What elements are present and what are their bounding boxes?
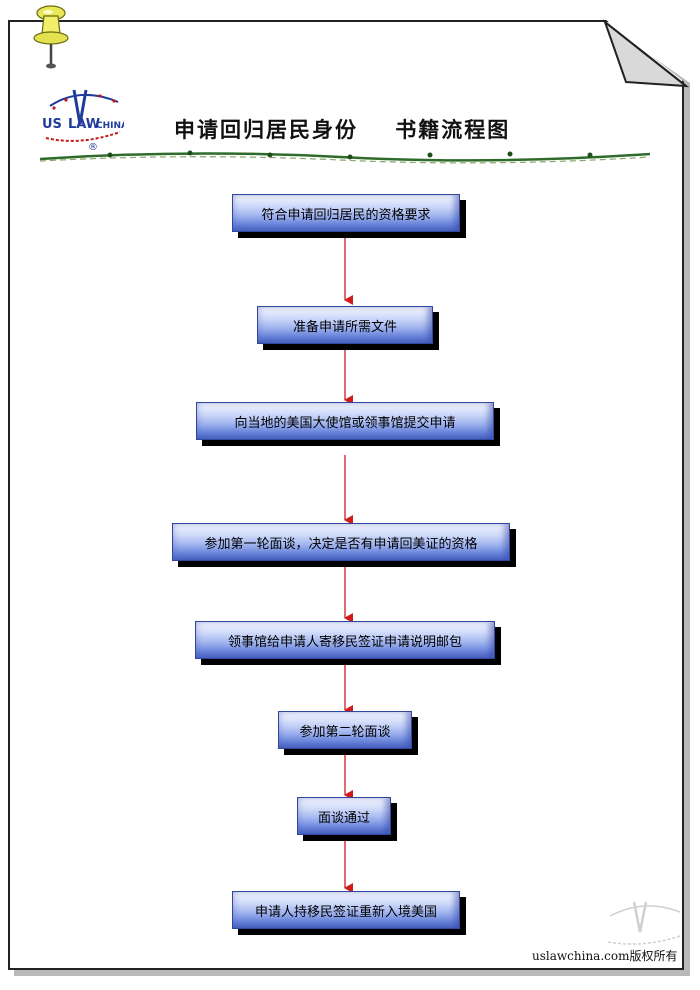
flow-step-6: 参加第二轮面谈: [278, 711, 412, 749]
logo-law-text: LAW: [68, 117, 100, 132]
uslawchina-logo: US LAW CHINA ®: [42, 89, 124, 153]
logo-us-text: US: [42, 117, 62, 132]
title-right: 书籍流程图: [395, 118, 511, 142]
flow-step-7: 面谈通过: [297, 797, 391, 835]
page-title: 申请回归居民身份 书籍流程图: [174, 114, 510, 144]
copyright-footer: uslawchina.com版权所有: [532, 949, 678, 963]
pushpin-icon: [33, 5, 69, 69]
flow-step-5: 领事馆给申请人寄移民签证申请说明邮包: [195, 621, 495, 659]
flow-step-4: 参加第一轮面谈，决定是否有申请回美证的资格: [172, 523, 510, 561]
logo-registered-mark: ®: [88, 142, 98, 153]
watermark-logo: [607, 901, 681, 945]
logo-china-text: CHINA: [96, 121, 124, 131]
flow-step-2: 准备申请所需文件: [257, 306, 433, 344]
flow-step-1: 符合申请回归居民的资格要求: [232, 194, 460, 232]
flow-step-3: 向当地的美国大使馆或领事馆提交申请: [196, 402, 494, 440]
decorative-rule: [40, 150, 650, 164]
title-left: 申请回归居民身份: [174, 118, 358, 142]
flow-step-8: 申请人持移民签证重新入境美国: [232, 891, 460, 929]
